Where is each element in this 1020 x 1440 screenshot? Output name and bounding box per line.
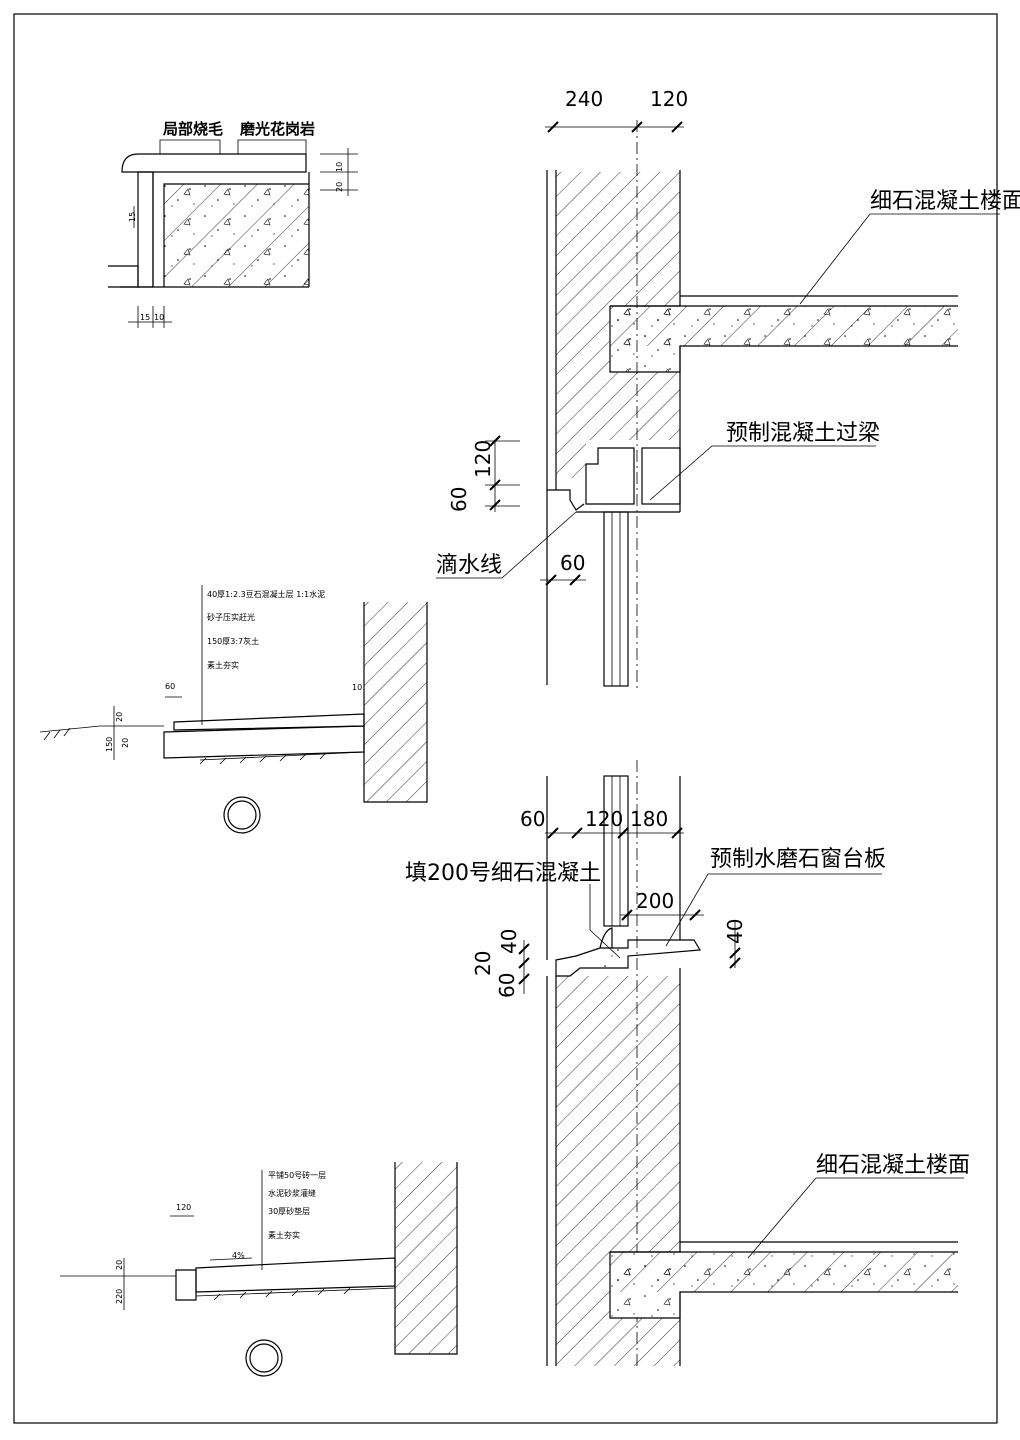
brick-layer-1: 平铺50号砖一层 [268,1170,326,1180]
dim-20: 20 [115,1260,124,1270]
apron-layer-4: 素土夯实 [207,660,239,670]
dim-180: 180 [630,807,668,831]
dim-120-vertical: 120 [471,440,495,478]
label-terrazzo-sill: 预制水磨石窗台板 [710,847,886,872]
dim-60: 60 [520,807,545,831]
dim-120: 120 [650,87,688,111]
detail-c-brick-apron: 平铺50号砖一层 水泥砂浆灌缝 30厚砂垫层 素土夯实 120 4% 20 22… [60,1162,458,1377]
dim-60-vertical: 60 [495,973,519,998]
apron-layer-1: 40厚1:2.3豆石混凝土层 1:1水泥 [207,589,325,599]
dim-150: 150 [105,737,114,752]
dim-240: 240 [565,87,603,111]
label-polished-granite: 磨光花岗岩 [239,120,315,138]
dim-20: 20 [335,182,344,192]
drawing-frame [13,13,998,1424]
slope-label: 4% [232,1251,245,1260]
detail-a-stone-coping: 局部烧毛 磨光花岗岩 10 20 15 15 10 [108,120,358,328]
dim-120: 120 [176,1203,191,1212]
dim-60-horizontal: 60 [560,551,585,575]
dim-200: 200 [636,889,674,913]
detail-b-apron: 40厚1:2.3豆石混凝土层 1:1水泥 砂子压实赶光 150厚3:7灰土 素土… [39,585,428,834]
brick-layer-2: 水泥砂浆灌缝 [268,1188,316,1198]
apron-layer-2: 砂子压实赶光 [207,612,255,622]
dim-60-vertical: 60 [447,487,471,512]
label-fine-aggregate-concrete-floor-top: 细石混凝土楼面 [870,189,1020,214]
dim-10: 10 [352,683,362,692]
label-local-flamed: 局部烧毛 [162,120,223,138]
apron-layer-3: 150厚3:7灰土 [207,636,259,646]
dim-20-bottom: 20 [121,738,130,748]
label-fine-aggregate-concrete-floor-bottom: 细石混凝土楼面 [816,1153,970,1178]
label-drip-line: 滴水线 [436,553,502,578]
label-precast-lintel: 预制混凝土过梁 [726,421,880,446]
wall-section-bottom: 60 120 180 填200号细石混凝土 预制水磨石窗台板 200 40 40… [405,760,970,1370]
dim-40-left: 40 [497,929,521,954]
dim-15: 15 [140,313,150,322]
wall-section-top: 240 120 细石混凝土楼面 预制混凝土过梁 [436,87,1020,690]
dim-120: 120 [585,807,623,831]
dim-220: 220 [115,1289,124,1304]
brick-layer-3: 30厚砂垫层 [268,1206,310,1216]
dim-20-top: 20 [115,712,124,722]
dim-40-right: 40 [723,919,747,944]
brick-layer-4: 素土夯实 [268,1230,300,1240]
dim-60: 60 [165,682,175,691]
dim-10: 10 [335,162,344,172]
dim-10-horizontal: 10 [154,313,164,322]
label-fill-concrete: 填200号细石混凝土 [405,861,601,886]
dim-15-vertical: 15 [128,212,137,222]
dim-20: 20 [471,951,495,976]
